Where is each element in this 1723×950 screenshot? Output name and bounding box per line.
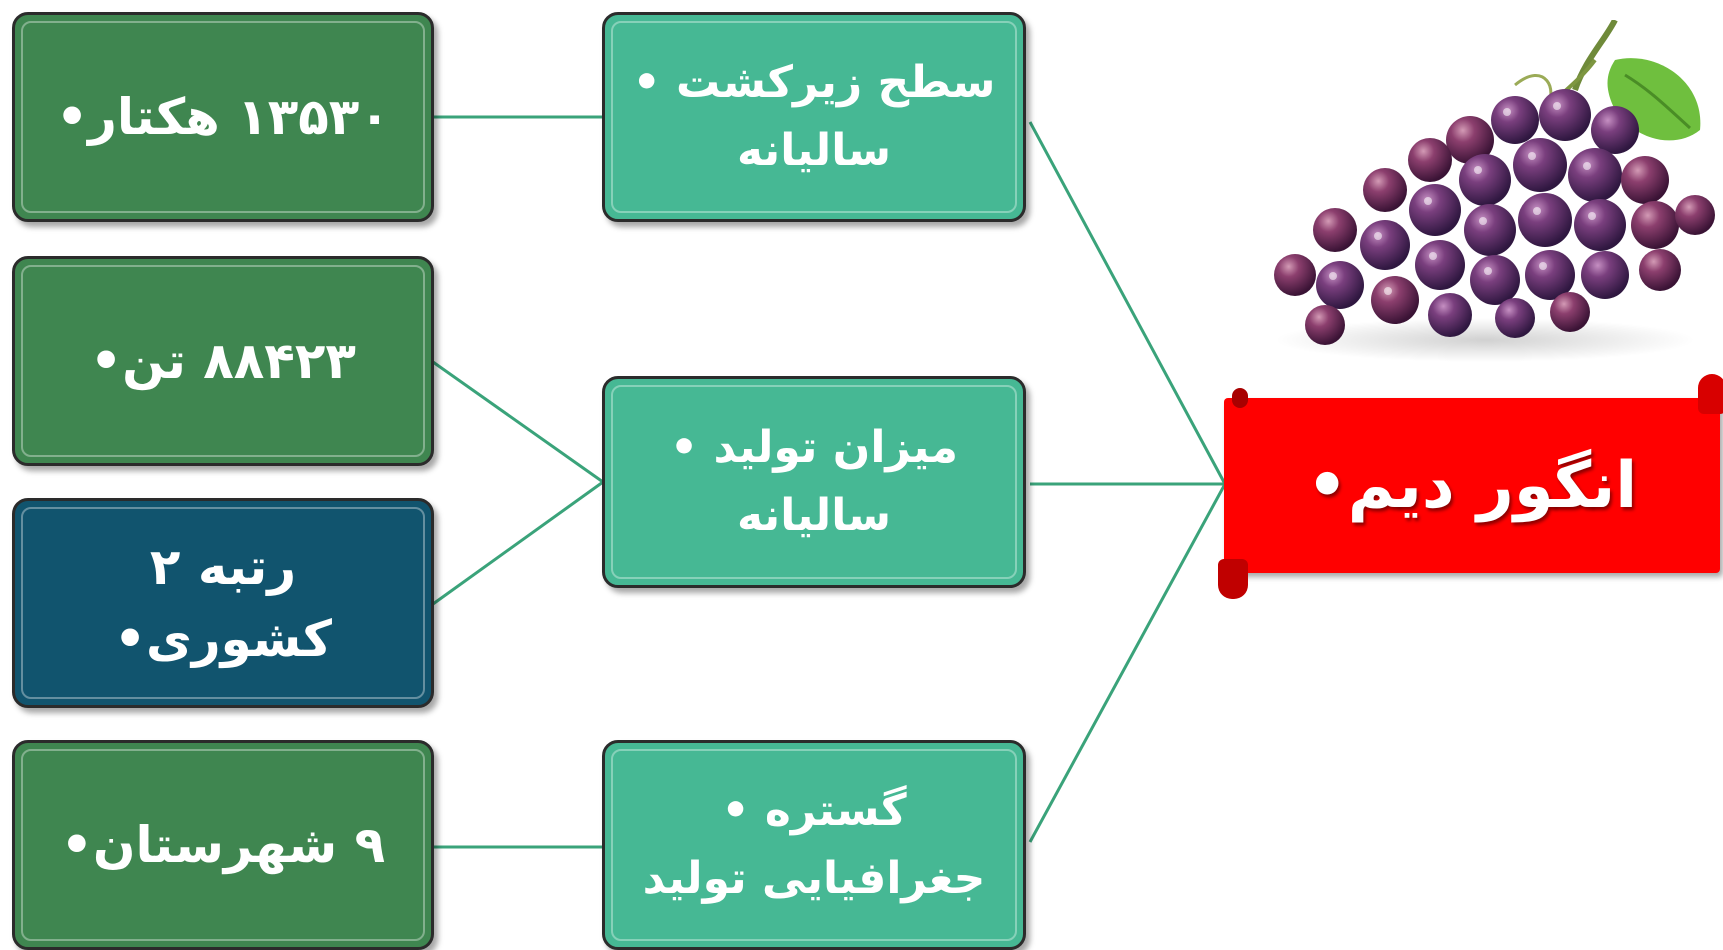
grape-bunch-icon (1274, 20, 1715, 362)
value-production-amount: ۸۸۴۲۳ تن• (90, 331, 356, 390)
category-box-geographic-range: گستره •جغرافیایی تولید (602, 740, 1026, 950)
central-topic-banner: انگور دیم• (1218, 374, 1723, 599)
banner-curl-left (1232, 388, 1248, 408)
category-box-cultivation-area: سطح زیرکشت •سالیانه (602, 12, 1026, 222)
connector-topic-to-geography (1028, 483, 1227, 843)
banner-curl-top (1698, 374, 1723, 414)
value-county-count: ۹ شهرستان• (60, 815, 386, 874)
value-box-national-rank: رتبه ۲ کشوری• (12, 498, 434, 708)
category-box-production: میزان تولید •سالیانه (602, 376, 1026, 588)
category-production: میزان تولید •سالیانه (670, 421, 958, 541)
banner-curl-bottom (1218, 559, 1248, 599)
value-box-production-amount: ۸۸۴۲۳ تن• (12, 256, 434, 466)
category-cultivation-area: سطح زیرکشت •سالیانه (632, 56, 996, 176)
value-box-county-count: ۹ شهرستان• (12, 740, 434, 950)
central-topic-title: انگور دیم• (1306, 448, 1638, 523)
value-box-cultivation-area: ۱۳۵۳۰ هکتار• (12, 12, 434, 222)
value-national-rank: رتبه ۲ کشوری• (114, 537, 332, 669)
connector-topic-to-area (1028, 121, 1227, 485)
connector-production-to-rank (432, 480, 604, 606)
category-geographic-range: گستره •جغرافیایی تولید (642, 784, 986, 904)
value-cultivation-area: ۱۳۵۳۰ هکتار• (56, 87, 390, 146)
connector-production-to-tonnage (432, 360, 604, 484)
